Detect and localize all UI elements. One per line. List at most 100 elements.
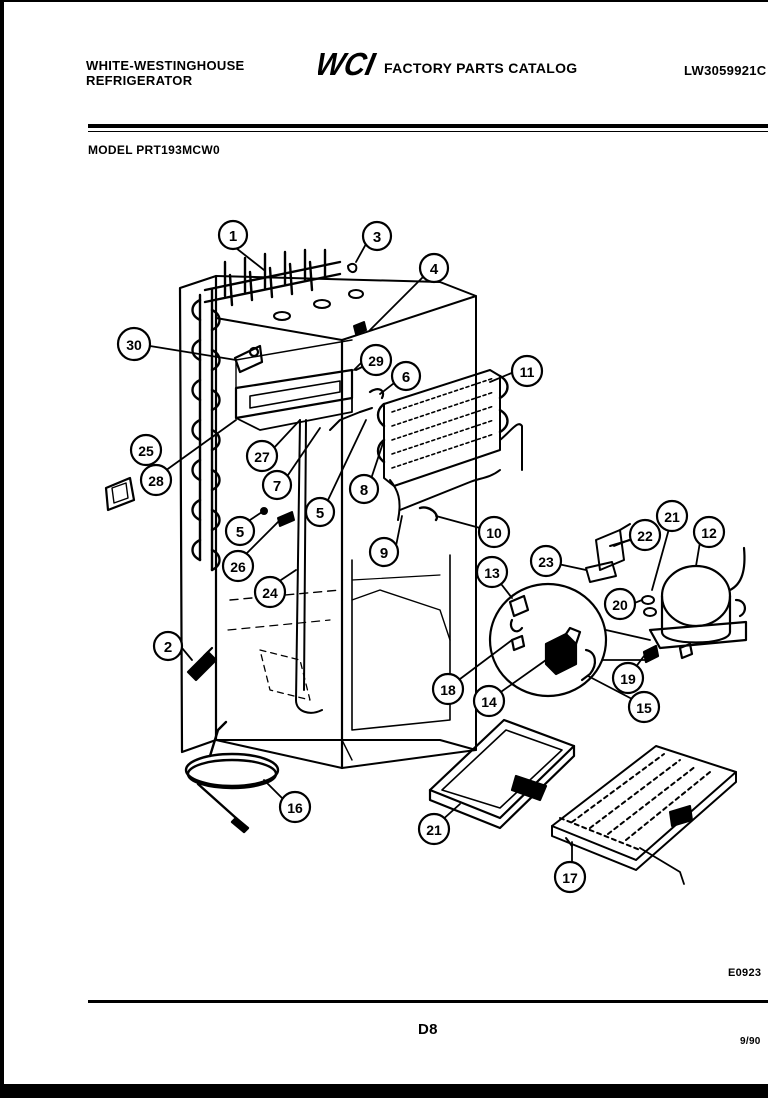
- callout-number: 4: [430, 261, 439, 278]
- callout-27: 27: [245, 439, 279, 473]
- header-rule: [88, 124, 768, 128]
- callout-2: 2: [152, 630, 184, 662]
- wci-logo-text: WCI: [318, 47, 379, 79]
- callout-number: 14: [481, 694, 497, 710]
- callout-number: 26: [230, 559, 246, 575]
- brand-name: WHITE-WESTINGHOUSE REFRIGERATOR: [86, 58, 245, 88]
- evaporator-part-11: [376, 369, 523, 487]
- callout-number: 23: [538, 554, 554, 570]
- callout-number: 1: [229, 228, 237, 245]
- callout-number: 27: [254, 449, 270, 465]
- callout-number: 15: [636, 700, 652, 716]
- brand-line-1: WHITE-WESTINGHOUSE: [86, 58, 245, 73]
- scan-border-left: [0, 0, 4, 1098]
- page-code: D8: [418, 1021, 438, 1038]
- callout-11: 11: [510, 354, 544, 388]
- callout-number: 19: [620, 671, 636, 687]
- drain-pan-part-21: [428, 718, 576, 830]
- brand-line-2: REFRIGERATOR: [86, 73, 193, 88]
- callout-17: 17: [553, 860, 587, 894]
- callout-18: 18: [431, 672, 465, 706]
- condenser-grille-part-17: [551, 745, 737, 885]
- leader-lines: [149, 243, 701, 871]
- model-label: MODEL PRT193MCW0: [88, 143, 220, 157]
- callout-19: 19: [611, 661, 645, 695]
- callout-20: 20: [603, 587, 637, 621]
- detail-circle: [488, 582, 651, 698]
- tubing: [295, 411, 501, 714]
- bracket-part-30: [233, 344, 264, 374]
- callout-15: 15: [627, 690, 661, 724]
- callout-7: 7: [261, 469, 293, 501]
- callout-21-bottom: 21: [417, 812, 451, 846]
- callout-16: 16: [278, 790, 312, 824]
- callout-3: 3: [361, 220, 393, 252]
- date-code: 9/90: [740, 1036, 761, 1047]
- callout-number: 6: [402, 369, 410, 386]
- callout-number: 10: [486, 525, 502, 541]
- clip-part-20: [641, 595, 657, 617]
- header-rule-thin: [88, 131, 768, 132]
- callout-13: 13: [475, 555, 509, 589]
- top-vent-hole: [313, 299, 331, 309]
- callout-30: 30: [116, 326, 152, 362]
- scan-border-bottom: [0, 1084, 768, 1098]
- callout-8: 8: [348, 473, 380, 505]
- callout-5-right: 5: [304, 496, 336, 528]
- overload-part-23: [585, 561, 617, 583]
- callout-1: 1: [217, 219, 249, 251]
- callout-number: 9: [380, 545, 388, 562]
- catalog-number: LW3059921C: [684, 63, 767, 78]
- callout-number: 29: [368, 353, 384, 369]
- callout-23: 23: [529, 544, 563, 578]
- callout-5-left: 5: [224, 515, 256, 547]
- callout-25: 25: [129, 433, 163, 467]
- wci-logo-graphic: WCI: [313, 46, 379, 82]
- callout-14: 14: [472, 684, 506, 718]
- callout-number: 7: [273, 478, 281, 495]
- callout-number: 13: [484, 565, 500, 581]
- callout-26: 26: [221, 549, 255, 583]
- callout-number: 18: [440, 682, 456, 698]
- catalog-title: FACTORY PARTS CATALOG: [384, 60, 578, 76]
- callout-number: 21: [426, 822, 442, 838]
- callout-number: 2: [164, 639, 172, 656]
- top-vent-hole: [273, 311, 291, 321]
- callout-number: 24: [262, 585, 278, 601]
- callout-number: 21: [664, 509, 680, 525]
- leveler-part-2: [186, 646, 218, 682]
- callout-10: 10: [477, 515, 511, 549]
- callout-4: 4: [418, 252, 450, 284]
- callout-number: 12: [701, 525, 717, 541]
- callout-number: 3: [373, 229, 381, 246]
- small-hardware: [260, 262, 385, 527]
- thermostat-part-25: [104, 476, 136, 512]
- callout-number: 30: [126, 337, 142, 353]
- drawing-code: E0923: [728, 967, 762, 979]
- callout-number: 11: [520, 364, 535, 380]
- callout-6: 6: [390, 360, 422, 392]
- control-housing: [234, 339, 354, 431]
- callout-number: 20: [612, 597, 628, 613]
- callout-12: 12: [692, 515, 726, 549]
- callout-number: 5: [236, 524, 244, 541]
- callout-21-top: 21: [655, 499, 689, 533]
- callout-number: 25: [138, 443, 154, 459]
- callout-28: 28: [139, 463, 173, 497]
- power-cord-part-16: [184, 720, 280, 834]
- callout-24: 24: [253, 575, 287, 609]
- callout-number: 22: [637, 528, 653, 544]
- top-vent-hole: [348, 289, 364, 299]
- callout-number: 8: [360, 482, 368, 499]
- callout-9: 9: [368, 536, 400, 568]
- callout-number: 28: [148, 473, 164, 489]
- condenser-coil: [191, 248, 342, 572]
- callout-22: 22: [628, 518, 662, 552]
- footer-rule: [88, 1000, 768, 1003]
- callout-29: 29: [359, 343, 393, 377]
- scan-border-top: [0, 0, 768, 2]
- callout-number: 5: [316, 505, 324, 522]
- callouts: 1 3 4 30 29 6 11 25 28 27 7 5 8 5 10 9 2…: [116, 219, 726, 894]
